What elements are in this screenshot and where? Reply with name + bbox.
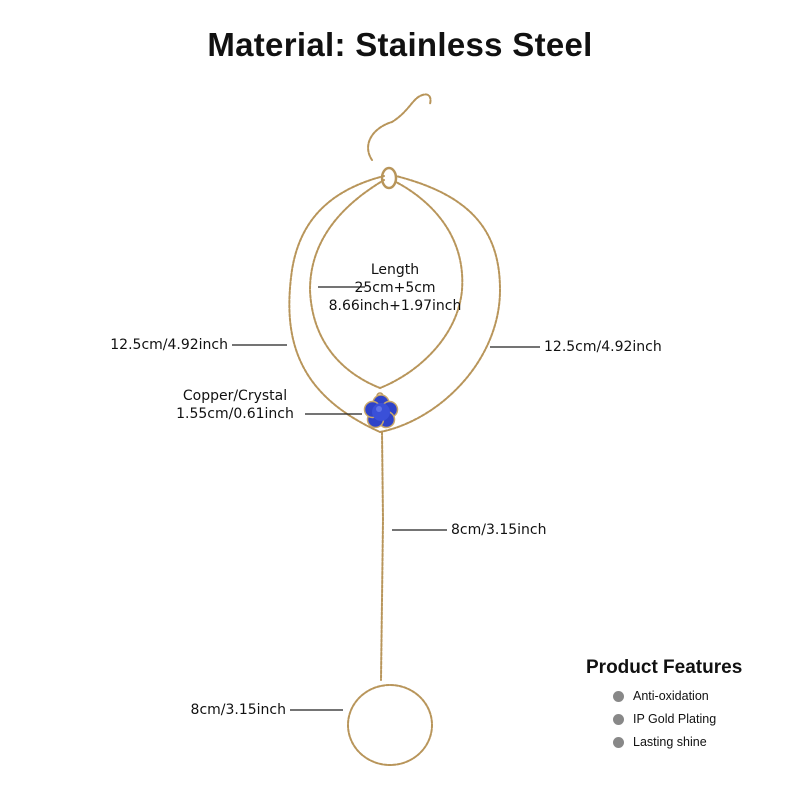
feature-item: Lasting shine — [613, 735, 707, 749]
inner-chain — [308, 179, 464, 390]
ring-size-label: 8cm/3.15inch — [190, 702, 286, 718]
length-inch: 8.66inch+1.97inch — [328, 298, 462, 314]
lobster-clasp — [380, 166, 398, 190]
pendant-size-label: 1.55cm/0.61inch — [176, 406, 294, 422]
feature-label: Lasting shine — [633, 735, 707, 749]
connector-chain — [380, 431, 385, 681]
feature-label: Anti-oxidation — [633, 689, 709, 703]
pendant-material-label: Copper/Crystal — [182, 388, 288, 404]
feature-label: IP Gold Plating — [633, 712, 717, 726]
page-title: Material: Stainless Steel — [207, 26, 593, 63]
product-features-heading: Product Features — [586, 657, 743, 678]
left-chain-label: 12.5cm/4.92inch — [110, 337, 228, 353]
crystal-flower-pendant — [363, 392, 399, 429]
extender-chain — [367, 93, 432, 161]
length-cm: 25cm+5cm — [354, 280, 436, 296]
feature-item: Anti-oxidation — [613, 689, 709, 703]
right-chain-label: 12.5cm/4.92inch — [544, 339, 662, 355]
outer-chain — [288, 175, 502, 434]
feature-item: IP Gold Plating — [613, 712, 717, 726]
bullet-icon — [613, 690, 624, 702]
length-heading: Length — [370, 262, 420, 278]
connector-chain-label: 8cm/3.15inch — [451, 522, 547, 538]
bullet-icon — [613, 736, 624, 748]
bullet-icon — [613, 713, 624, 725]
finger-ring — [347, 684, 433, 766]
